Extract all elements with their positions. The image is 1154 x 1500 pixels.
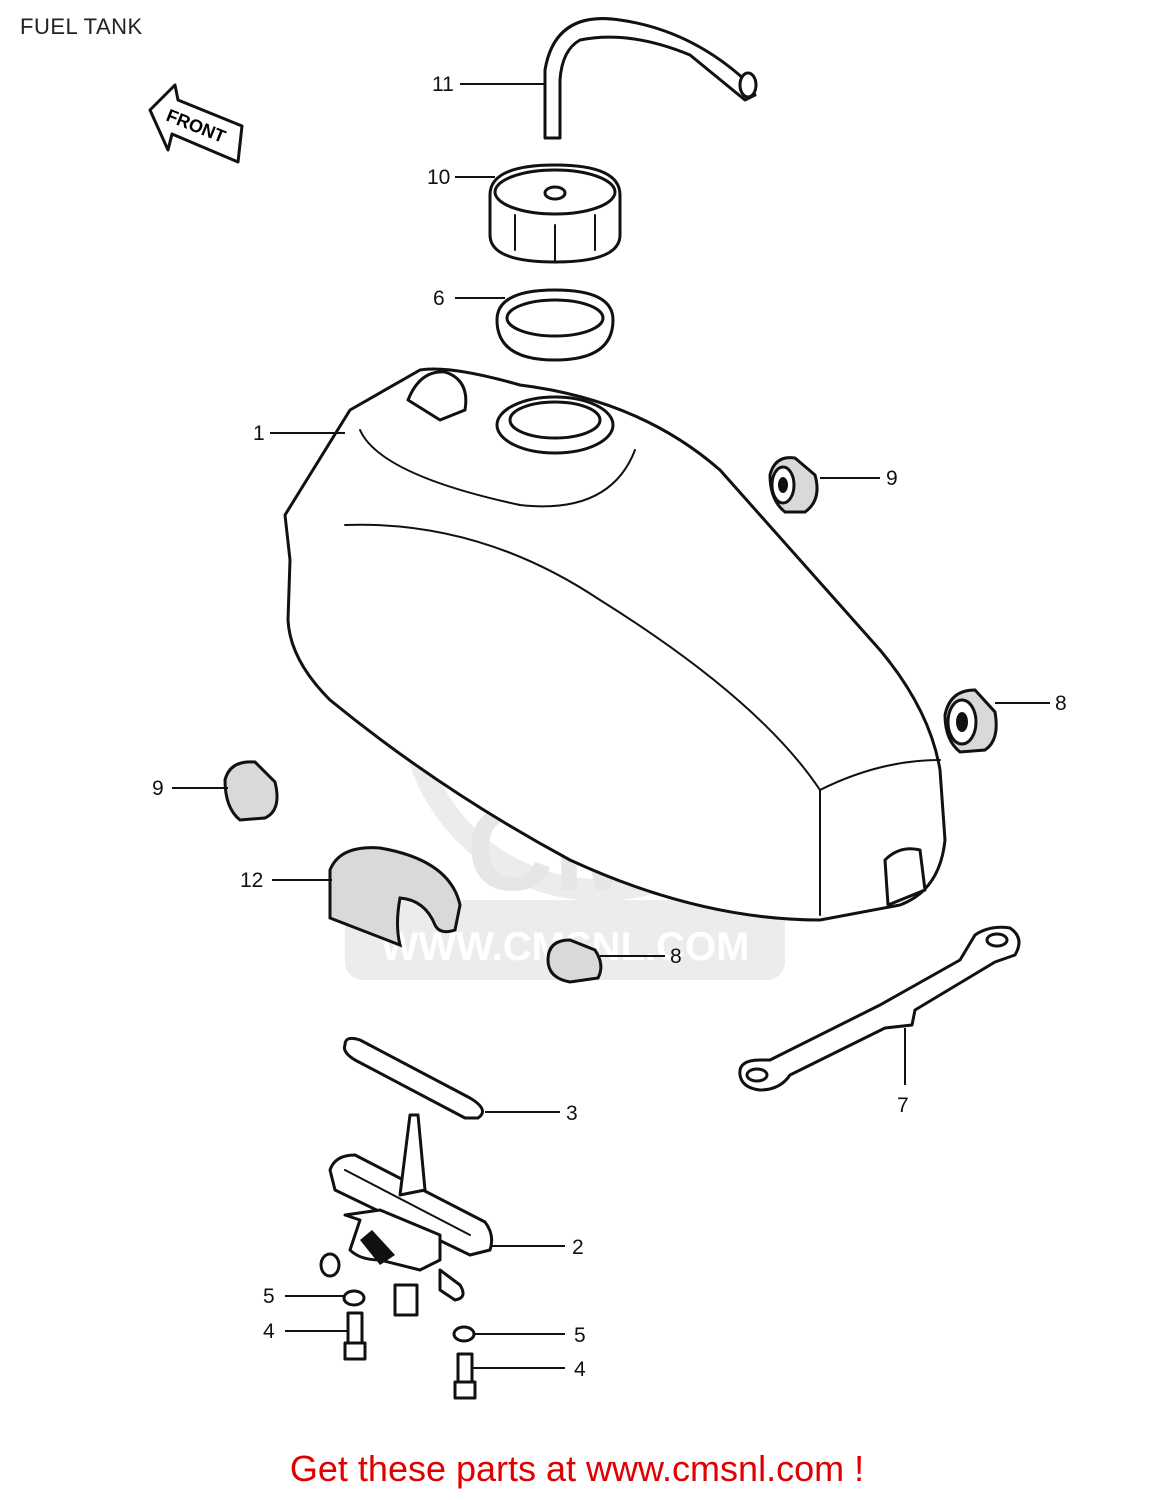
bolt-left: 4 [263, 1311, 367, 1361]
damper-top: 9 [768, 456, 898, 514]
filler-cap: 10 [427, 163, 622, 264]
footer-link[interactable]: Get these parts at www.cmsnl.com ! [289, 1448, 865, 1489]
fuel-tap: 2 [319, 1113, 584, 1317]
washer-right: 5 [452, 1324, 586, 1347]
bolt-right: 4 [453, 1352, 586, 1400]
callout-washer-left: 5 [263, 1285, 275, 1308]
callout-bolt-left: 4 [263, 1320, 275, 1343]
callout-damper-right: 8 [1055, 692, 1067, 715]
rubber-pad: 12 [240, 846, 462, 948]
damper-bottom: 8 [546, 938, 682, 984]
callout-damper-bottom: 8 [670, 945, 682, 968]
front-arrow-icon [148, 83, 244, 164]
tap-gasket: 3 [343, 1036, 578, 1125]
washer-left: 5 [263, 1285, 366, 1308]
callout-tank: 1 [253, 422, 265, 445]
callout-damper-top: 9 [886, 467, 898, 490]
page-title: FUEL TANK [20, 14, 143, 39]
callout-rubber-pad: 12 [240, 869, 263, 892]
callout-breather-hose: 11 [432, 73, 454, 96]
damper-left: 9 [152, 760, 279, 822]
cap-gasket: 6 [433, 287, 615, 362]
callout-tank-band: 7 [897, 1094, 909, 1117]
front-arrow: FRONT [148, 83, 244, 164]
tank-band: 7 [738, 925, 1021, 1117]
callout-cap-gasket: 6 [433, 287, 445, 310]
callout-tap-gasket: 3 [566, 1102, 578, 1125]
callout-washer-right: 5 [574, 1324, 586, 1347]
callout-bolt-right: 4 [574, 1358, 586, 1381]
callout-fuel-tap: 2 [572, 1236, 584, 1259]
damper-right: 8 [943, 688, 1067, 754]
fuel-tank: 1 [253, 367, 947, 922]
tap-arrow-icon [360, 1230, 395, 1265]
callout-filler-cap: 10 [427, 166, 450, 189]
callout-damper-left: 9 [152, 777, 164, 800]
breather-hose: 11 [432, 17, 758, 140]
